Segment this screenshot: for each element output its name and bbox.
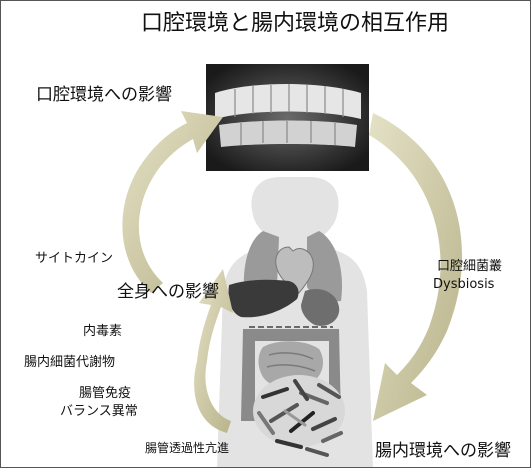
diagram-title: 口腔環境と腸内環境の相互作用	[141, 13, 449, 35]
immune-label-line1: 腸管免疫	[79, 387, 131, 400]
immune-label-line2: バランス異常	[60, 405, 138, 418]
permeability-label: 腸管透過性亢進	[145, 442, 229, 454]
bacterial-metabolites-label: 腸内細菌代謝物	[24, 356, 115, 369]
oral-effect-label: 口腔環境への影響	[36, 87, 172, 104]
cytokine-label: サイトカイン	[35, 252, 113, 265]
dysbiosis-label: Dysbiosis	[433, 278, 494, 291]
systemic-effect-label: 全身への影響	[117, 284, 219, 301]
gut-effect-label: 腸内環境への影響	[375, 443, 511, 460]
oral-flora-label: 口腔細菌叢	[437, 260, 502, 273]
mouth-photo-icon	[206, 64, 369, 171]
endotoxin-label: 内毒素	[83, 325, 122, 338]
